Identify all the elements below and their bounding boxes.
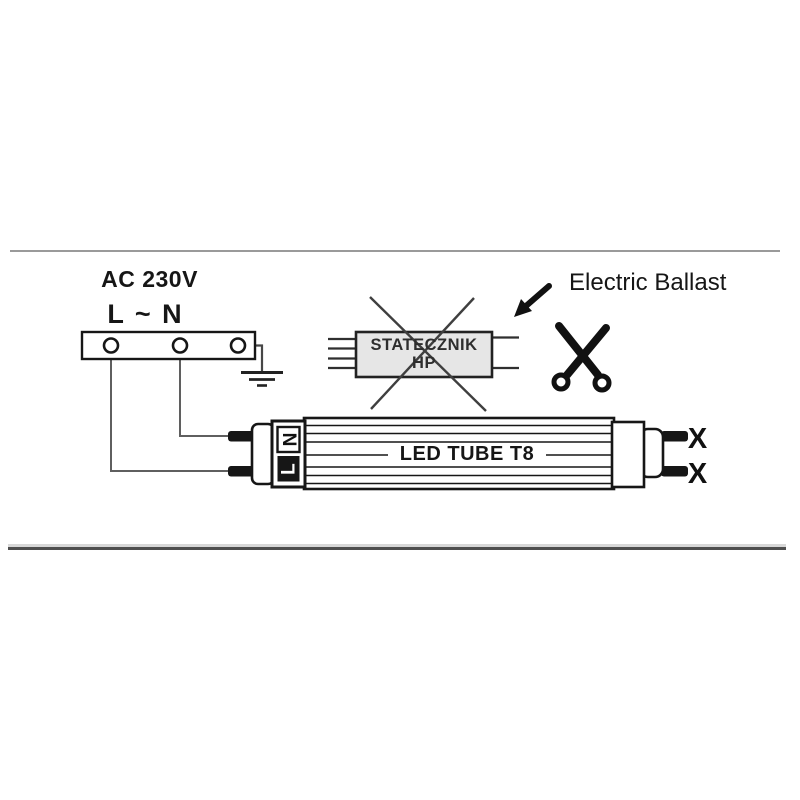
tube-pin-left-top [228,431,254,442]
led-tube [228,416,688,491]
cross-out-icon [369,296,487,412]
ballast-wires-right [491,336,519,370]
ballast-label-line2: HP [412,354,436,372]
tube-connector-cell-n [276,425,301,454]
neutral-wire [179,352,230,437]
tube-pin-left-bottom [228,466,254,477]
tube-body [302,416,616,491]
terminal-hole-earth [229,337,247,354]
ground-icon [241,371,283,387]
tube-terminal-l-label: L [278,463,299,475]
scissors-icon [551,322,612,393]
tube-connector-cell-l [277,456,300,482]
arrow-icon [514,283,552,317]
cut-mark-top: X [687,423,708,455]
live-wire [110,352,230,472]
ballast-wires-left [328,337,357,370]
terminal-hole-live [102,337,120,354]
supply-voltage-label: AC 230V [101,266,198,292]
electric-ballast-annotation: Electric Ballast [569,269,727,296]
cut-mark-bottom: X [687,458,708,490]
top-divider-line [10,250,780,252]
ballast-label-line1: STATECZNIK [370,336,478,354]
bottom-divider-shadow [8,544,786,547]
bottom-divider-line [8,547,786,550]
terminals-label: L ~ N [107,299,184,329]
led-tube-label: LED TUBE T8 [399,443,535,465]
tube-pin-right-bottom [661,466,688,477]
tube-pin-right-top [661,431,688,442]
ballast-label: STATECZNIK HP [356,336,492,372]
tube-terminal-n-label: N [278,432,299,447]
ballast-box [354,330,494,379]
terminal-hole-neutral [171,337,189,354]
tube-body-lines [306,424,612,485]
tube-endcap-right [610,420,646,489]
